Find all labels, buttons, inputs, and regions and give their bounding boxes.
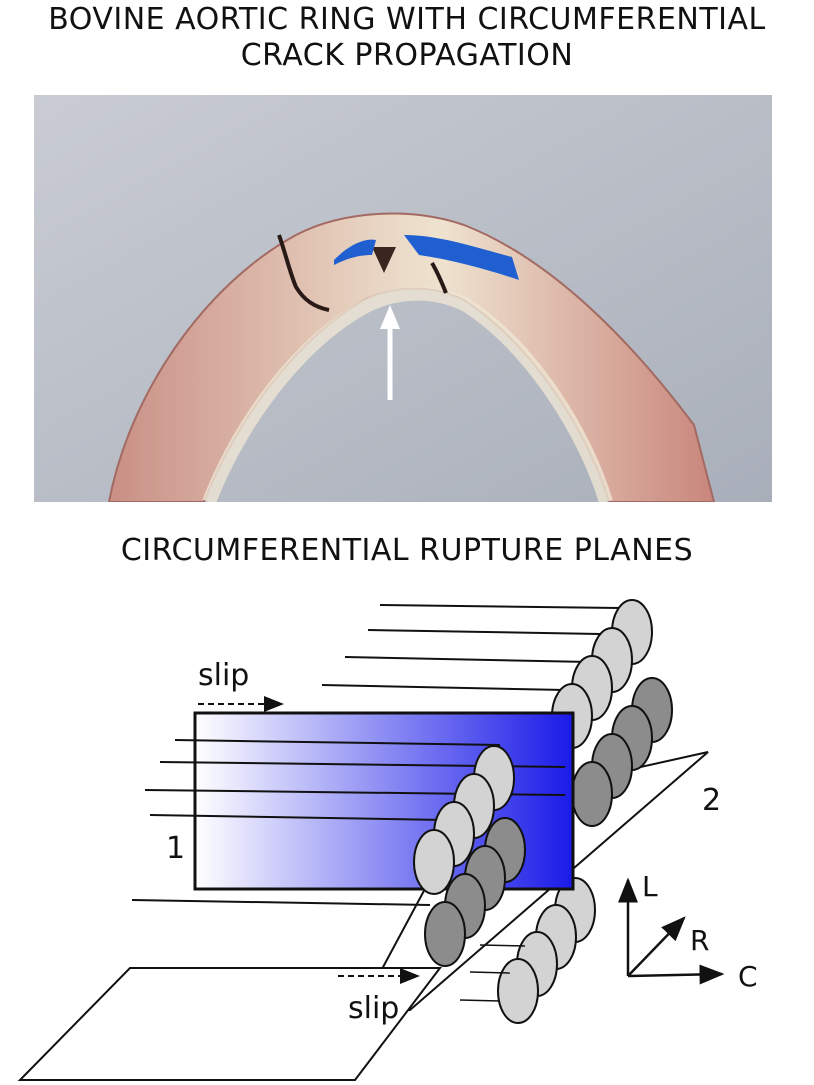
black-ink-right	[430, 261, 448, 294]
axis-label-R: R	[690, 924, 709, 957]
axis-label-C: C	[738, 960, 758, 993]
rupture-planes-diagram: slip slip 1 2 L R C	[17, 599, 758, 1081]
axis-triad	[618, 877, 725, 985]
fiber-column-bottom	[497, 877, 596, 1024]
aortic-ring-photo	[34, 95, 772, 502]
photo-title-line1: BOVINE AORTIC RING WITH CIRCUMFERENTIAL	[48, 2, 766, 37]
black-ink-left	[277, 234, 330, 312]
slip-label-bottom: slip	[348, 991, 399, 1026]
plane-label-1: 1	[166, 831, 185, 866]
fiber-column-front	[413, 745, 526, 967]
blue-ink-left	[334, 239, 376, 265]
blue-ink-right	[404, 235, 519, 280]
slip-label-top: slip	[198, 658, 249, 693]
fiber-lines-back	[321, 604, 621, 691]
crack	[372, 247, 396, 273]
fiber-column-right	[551, 599, 673, 827]
axis-label-L: L	[642, 870, 658, 903]
photo-title-line2: CRACK PROPAGATION	[240, 38, 574, 73]
plane-label-2: 2	[702, 783, 721, 818]
diagram-title: CIRCUMFERENTIAL RUPTURE PLANES	[120, 533, 694, 568]
